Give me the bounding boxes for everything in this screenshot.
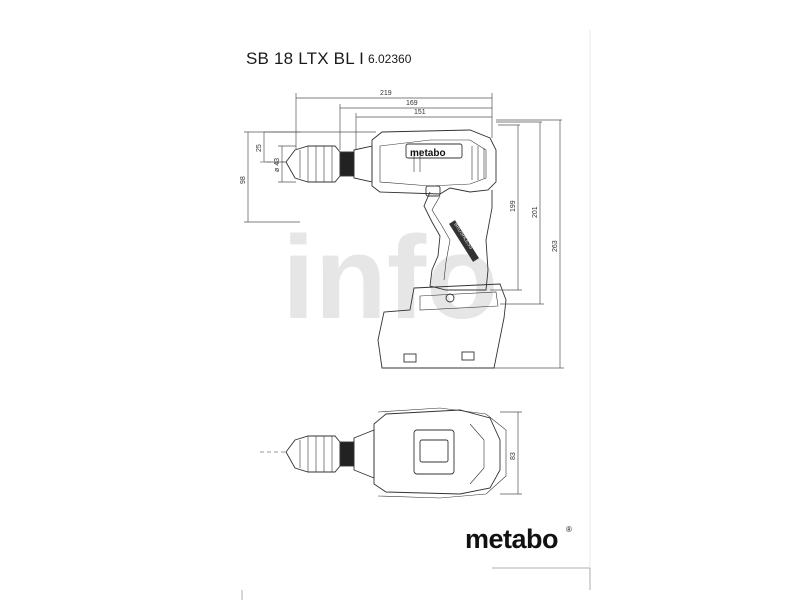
dim-169-line [339,104,492,150]
handle-outline [423,190,493,291]
handle-inner [431,195,451,281]
dim-98-label: 98 [240,176,247,184]
top-chuck-ribs [299,436,333,472]
dim-83-label: 83 [510,452,517,460]
chuck-ribs [299,146,333,182]
battery-footprint [377,407,507,499]
dimension-labels: 219 169 151 25 ø 43 98 199 201 263 83 [240,90,559,460]
side-vents [413,150,421,172]
motor-housing [371,129,497,195]
dim-201-label: 201 [532,206,539,218]
dim-43-line [278,145,296,183]
top-mode-switch [419,439,449,463]
watermark-text: info [282,212,498,344]
dim-98-line [244,131,300,223]
battery-pack [377,283,507,369]
dim-25-line [263,131,376,163]
battery-led-1 [403,353,417,363]
brand-logo: metabo [465,524,559,554]
dim-151-line [355,113,492,150]
dim-199-label: 199 [510,200,517,212]
top-mode-panel [413,429,455,475]
top-view [260,407,507,499]
side-view [260,129,507,369]
gear-collar [353,145,373,183]
dim-201-line [496,121,544,305]
housing-panel [379,139,487,187]
frame-corner [492,567,591,590]
top-chuck-collar [339,441,355,467]
registered-mark: ® [566,525,572,534]
dim-219-label: 219 [380,90,392,97]
battery-release-button [445,293,455,303]
tool-brand-label: metabo [410,148,446,159]
dim-43-label: ø 43 [274,158,281,172]
dim-151-label: 151 [414,109,426,116]
battery-latch [419,291,499,311]
chuck-collar [339,151,355,177]
dim-263-label: 263 [552,240,559,252]
top-housing [373,409,501,495]
model-title: SB 18 LTX BL I [246,49,365,68]
handle-badge-strip [449,220,479,262]
dim-219-line [295,93,493,150]
article-number: 6.02360 [368,52,412,66]
brand-plate [405,143,463,159]
vent-slots [471,146,485,180]
dimension-lines [244,93,564,495]
top-gear-collar [353,429,375,479]
dim-169-label: 169 [406,100,418,107]
top-vents [469,423,485,485]
dim-25-label: 25 [256,144,263,152]
battery-led-2 [461,351,475,361]
trigger [425,185,441,197]
dim-199-line [490,124,522,291]
dim-263-line [494,119,564,369]
dim-83-line [500,411,522,495]
